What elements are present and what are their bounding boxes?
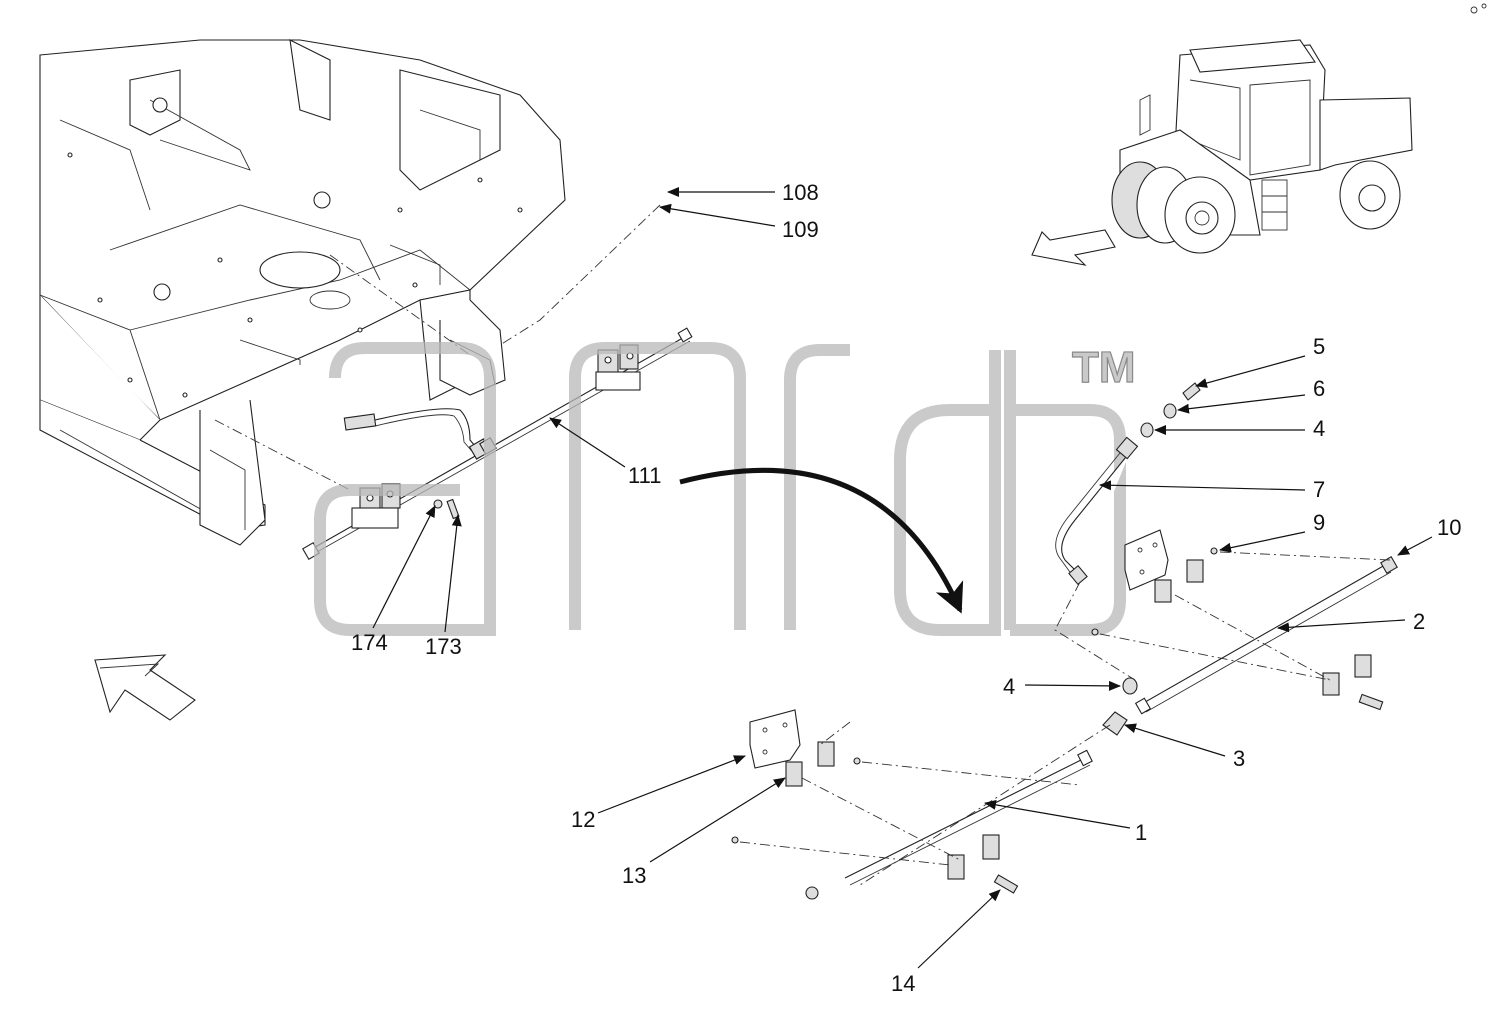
callout-4-lower: 4 — [1003, 674, 1015, 699]
callout-14: 14 — [891, 971, 915, 996]
callout-13: 13 — [622, 863, 646, 888]
leader-lines — [372, 187, 1433, 969]
trademark-mark: TM — [1072, 343, 1136, 392]
callout-174: 174 — [351, 630, 388, 655]
callout-108: 108 — [782, 180, 819, 205]
callout-3: 3 — [1233, 746, 1245, 771]
callout-12: 12 — [571, 807, 595, 832]
callout-4-upper: 4 — [1313, 416, 1325, 441]
callout-6: 6 — [1313, 376, 1325, 401]
tube-1-assembly — [731, 709, 1093, 900]
callout-labels: 108 109 5 6 4 111 7 9 10 174 173 2 4 3 1… — [351, 180, 1461, 996]
callout-7: 7 — [1313, 477, 1325, 502]
fitting-3 — [1102, 711, 1128, 736]
fitting-4-lower — [1122, 677, 1138, 695]
fitting-4-upper — [1140, 422, 1154, 438]
corner-mark-icon — [1470, 3, 1487, 14]
callout-9: 9 — [1313, 510, 1325, 535]
chassis-frame — [39, 39, 566, 546]
tube-2-assembly — [1091, 529, 1398, 715]
callout-111: 111 — [628, 463, 661, 488]
detail-transfer-arrow-icon — [679, 467, 964, 614]
watermark-logo: TM — [314, 342, 1136, 636]
callout-5: 5 — [1313, 334, 1325, 359]
callout-1: 1 — [1135, 820, 1147, 845]
callout-109: 109 — [782, 217, 819, 242]
small-direction-arrow-icon — [1031, 229, 1116, 266]
callout-173: 173 — [425, 634, 462, 659]
callout-2: 2 — [1413, 609, 1425, 634]
hose-7 — [1055, 436, 1139, 585]
fitting-6 — [1163, 403, 1177, 419]
machine-overview-icon — [1111, 39, 1413, 254]
callout-10: 10 — [1437, 515, 1461, 540]
view-direction-arrow-icon — [94, 654, 196, 721]
frame-bolts — [67, 97, 523, 398]
